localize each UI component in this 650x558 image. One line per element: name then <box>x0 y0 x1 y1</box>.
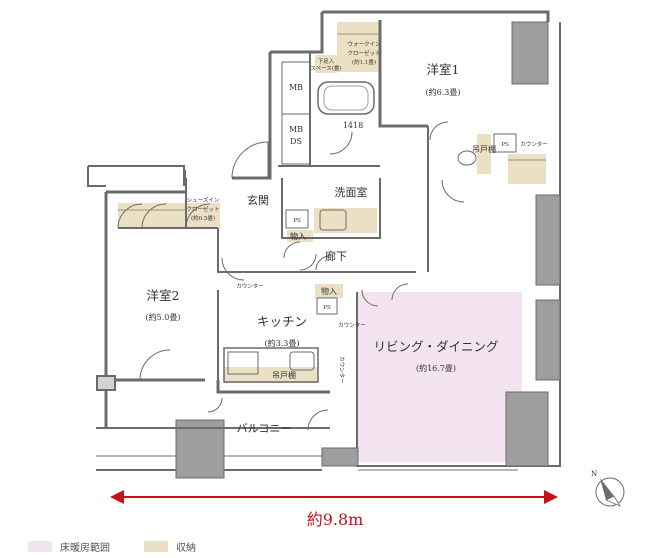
shoes-in-closet-label-2: クローゼット <box>186 205 219 213</box>
walk-in-closet-label-1: ウォークイン <box>347 40 381 48</box>
ps-box-1 <box>493 133 517 153</box>
entrance-label: 玄関 <box>247 193 269 207</box>
ps-box-3 <box>316 297 338 315</box>
balcony <box>96 427 518 471</box>
living-name: リビング・ダイニング <box>373 339 498 354</box>
walk-in-closet-label-3: (約1.1畳) <box>352 58 376 66</box>
living-size: (約16.7畳) <box>416 363 456 373</box>
dimension-label: 約9.8m <box>307 510 364 529</box>
legend-heated-swatch <box>28 540 52 552</box>
floor-heating-area <box>358 292 522 462</box>
north-arrow-icon: N <box>591 470 625 507</box>
kitchen-name: キッチン <box>257 314 307 329</box>
legend-heated-label: 床暖房範囲 <box>60 542 110 554</box>
western2-name: 洋室2 <box>147 288 180 303</box>
hanging-shelf-label-2: 吊戸棚 <box>272 370 296 380</box>
western1-size: (約6.3畳) <box>426 87 461 97</box>
ps-label-2: PS <box>293 218 301 224</box>
mb-ds-shaft <box>281 113 311 165</box>
counter-label-3: カウンター <box>338 321 366 329</box>
door-swings <box>117 121 465 431</box>
western2-size: (約5.0畳) <box>146 312 181 322</box>
wash-basin <box>319 209 347 231</box>
kitchen-size: (約3.3畳) <box>265 338 300 348</box>
washroom-label: 洗面室 <box>335 185 368 199</box>
western1-name: 洋室1 <box>427 62 460 77</box>
bathtub-inner <box>323 85 369 111</box>
svg-text:N: N <box>591 470 597 478</box>
shoes-in-closet-label-3: (約0.5畳) <box>191 214 215 222</box>
legend-storage-swatch <box>144 540 168 552</box>
walk-in-closet-label-2: クローゼット <box>347 49 380 57</box>
legend: 床暖房範囲 収納 <box>28 538 230 554</box>
dimension-arrow <box>110 490 558 504</box>
ps-box-2 <box>285 209 309 229</box>
ps-label-1: PS <box>501 142 509 148</box>
bath-size-label: 1418 <box>343 121 363 130</box>
counter-label-2: カウンター <box>236 282 264 290</box>
legend-heated: 床暖房範囲 <box>28 539 110 554</box>
hanging-shelf-label-1: 吊戸棚 <box>472 144 496 154</box>
counter-label-4: カウンター <box>338 356 346 384</box>
structural-columns <box>175 21 561 479</box>
shoe-space-label-1: 下足入 <box>318 58 335 65</box>
bathtub <box>317 81 375 115</box>
closet-lines <box>118 33 546 211</box>
mb-ds-label-1: MB <box>289 125 303 134</box>
mb-label: MB <box>289 83 303 92</box>
ps-label-3: PS <box>323 305 331 311</box>
legend-storage-label: 収納 <box>176 542 196 554</box>
balcony-label: バルコニー <box>237 422 292 435</box>
kitchen-counter <box>223 347 319 383</box>
shoe-space-label-2: スペース(畳) <box>310 65 341 72</box>
counter-label-1: カウンター <box>520 140 548 148</box>
storeroom-label-2: 物入 <box>321 286 337 296</box>
corridor-label: 廊下 <box>325 249 347 263</box>
kitchen-sink <box>289 351 315 371</box>
toilet <box>457 150 477 166</box>
stove <box>227 351 259 375</box>
mb-ds-label-2: DS <box>290 137 302 146</box>
storeroom-label-1: 物入 <box>290 231 306 241</box>
legend-storage: 収納 <box>144 539 196 554</box>
shoes-in-closet-label-1: シューズイン <box>187 196 220 204</box>
